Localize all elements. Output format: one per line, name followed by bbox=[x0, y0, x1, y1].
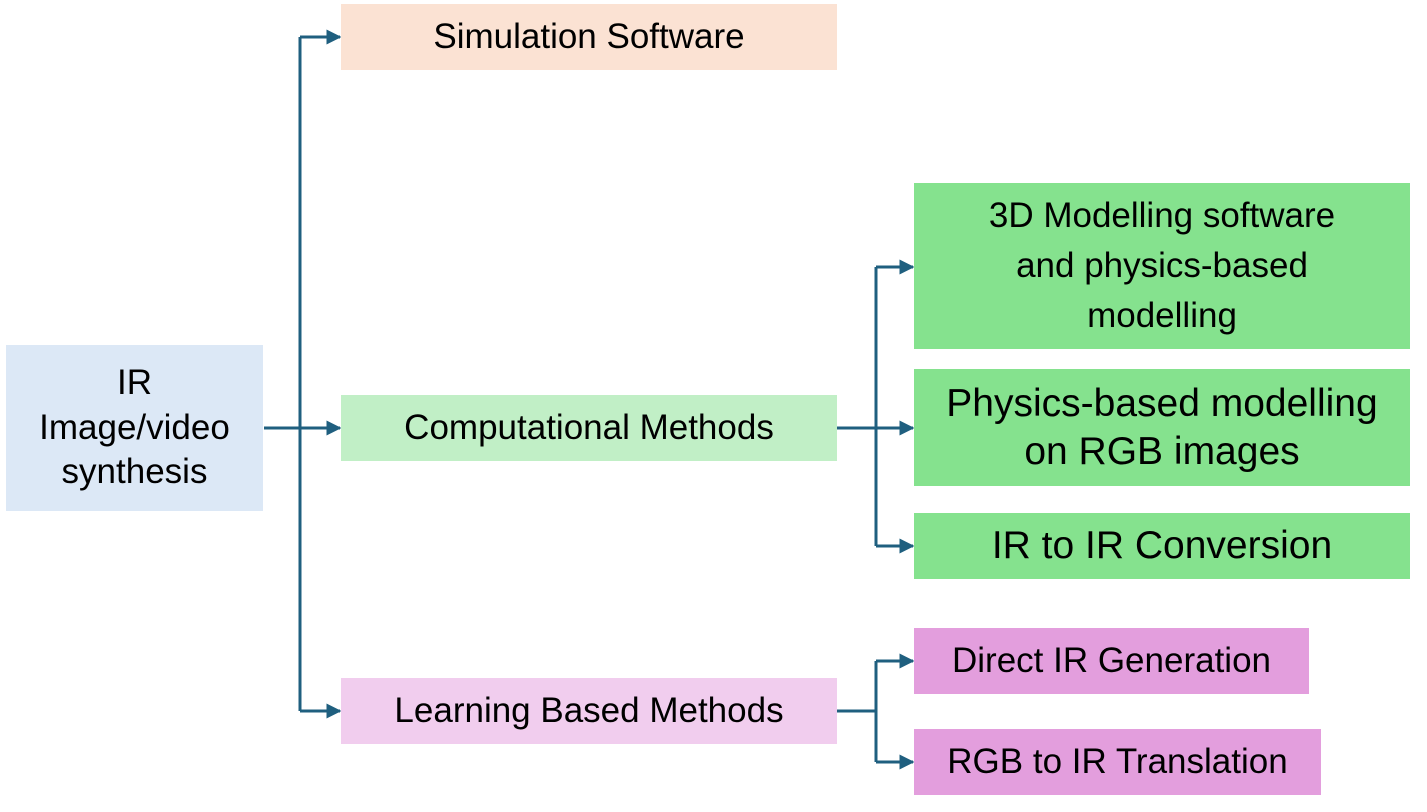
learning-based-methods-node: Learning Based Methods bbox=[341, 678, 837, 744]
root-node: IR Image/video synthesis bbox=[6, 345, 263, 511]
physics-rgb-node: Physics-based modelling on RGB images bbox=[914, 369, 1410, 486]
3d-modelling-line-1: 3D Modelling software bbox=[988, 196, 1336, 236]
rgb-to-ir-translation-node: RGB to IR Translation bbox=[914, 729, 1321, 795]
root-line-3: synthesis bbox=[61, 452, 208, 492]
computational-methods-node: Computational Methods bbox=[341, 395, 837, 461]
root-line-1: IR bbox=[117, 363, 152, 403]
3d-modelling-line-2: and physics-based bbox=[1016, 246, 1308, 286]
physics-rgb-line-2: on RGB images bbox=[1024, 429, 1300, 473]
root-line-2: Image/video bbox=[39, 407, 230, 447]
direct-ir-generation-label: Direct IR Generation bbox=[951, 640, 1272, 680]
rgb-to-ir-translation-label: RGB to IR Translation bbox=[947, 741, 1288, 781]
learning-based-methods-label: Learning Based Methods bbox=[394, 690, 784, 730]
ir-to-ir-node: IR to IR Conversion bbox=[914, 513, 1410, 579]
physics-rgb-line-1: Physics-based modelling bbox=[946, 381, 1378, 425]
direct-ir-generation-node: Direct IR Generation bbox=[914, 628, 1309, 694]
ir-to-ir-label: IR to IR Conversion bbox=[991, 524, 1333, 568]
3d-modelling-line-3: modelling bbox=[1087, 295, 1237, 335]
computational-methods-label: Computational Methods bbox=[404, 407, 774, 447]
3d-modelling-node: 3D Modelling software and physics-based … bbox=[914, 183, 1410, 349]
simulation-software-label: Simulation Software bbox=[433, 16, 745, 56]
simulation-software-node: Simulation Software bbox=[341, 4, 837, 70]
